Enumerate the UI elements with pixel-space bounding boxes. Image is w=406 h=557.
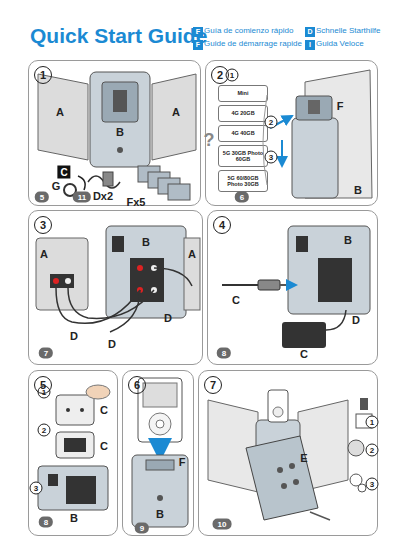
- language-code: I: [305, 40, 315, 50]
- part-letter: B: [116, 126, 124, 138]
- model-box: 5G 60/80GB Photo 30GB: [218, 170, 268, 192]
- part-letter: D: [108, 338, 116, 350]
- model-text: 4G 40GB: [231, 130, 254, 137]
- part-letter: D: [70, 330, 78, 342]
- language-title: Schnelle Starthilfe: [316, 26, 380, 36]
- guide-title: Quick Start Guide: [30, 24, 207, 48]
- part-letter: A: [56, 106, 64, 118]
- part-letter: Fx5: [127, 196, 146, 208]
- page-reference: 11: [73, 192, 91, 203]
- model-box: 5G 30GB Photo 60GB: [218, 145, 268, 167]
- page-reference: 9: [135, 523, 149, 534]
- language-title: Guía de comienzo rápido: [204, 26, 293, 36]
- part-letter: B: [156, 508, 164, 520]
- model-text: 4G 20GB: [231, 110, 254, 117]
- model-text: 5G 60/80GB Photo 30GB: [220, 175, 266, 188]
- step-number: 7: [204, 376, 222, 394]
- part-letter: D: [164, 312, 172, 324]
- part-letter: E: [300, 452, 307, 464]
- part-letter: C: [232, 294, 240, 306]
- model-text: Mini: [238, 90, 249, 97]
- language-title: Guida Veloce: [316, 39, 364, 49]
- question-mark: ?: [204, 130, 215, 151]
- part-letter: C: [100, 440, 108, 452]
- callout-number: 1: [366, 416, 379, 429]
- part-letter: C: [100, 404, 108, 416]
- part-letter: F: [179, 456, 186, 468]
- step-panel: [198, 370, 378, 536]
- part-letter: F: [337, 100, 344, 112]
- page-reference: 5: [35, 192, 49, 203]
- callout-number: 1: [226, 69, 239, 82]
- part-letter: B: [142, 236, 150, 248]
- page-reference: 10: [213, 519, 232, 530]
- callout-number: 3: [265, 151, 278, 164]
- step-number: 3: [34, 216, 52, 234]
- model-box: 4G 40GB: [218, 125, 268, 142]
- part-letter: B: [344, 234, 352, 246]
- step-number: 2: [211, 66, 229, 84]
- part-letter: C: [300, 348, 308, 360]
- step-number: 1: [34, 66, 52, 84]
- step-panel: Mini 4G 20GB 4G 40GB 5G 30GB Photo 60GB 5G 6…: [205, 60, 378, 206]
- callout-number: 2: [366, 444, 379, 457]
- part-letter: G: [52, 180, 61, 192]
- model-box: Mini: [218, 85, 268, 102]
- part-letter: A: [172, 106, 180, 118]
- part-letter: B: [70, 512, 78, 524]
- step-panel: [207, 210, 378, 365]
- part-letter: D: [352, 314, 360, 326]
- part-letter: A: [188, 248, 196, 260]
- callout-number: 3: [366, 478, 379, 491]
- step-number: 5: [34, 376, 52, 394]
- model-box: 4G 20GB: [218, 105, 268, 122]
- part-letter: A: [40, 248, 48, 260]
- step-number: 6: [128, 376, 146, 394]
- language-code: D: [305, 27, 315, 37]
- page-reference: 8: [217, 348, 231, 359]
- step-number: 4: [213, 216, 231, 234]
- language-title: Guide de démarrage rapide: [204, 39, 302, 49]
- part-letter: C: [57, 166, 70, 179]
- callout-number: 3: [30, 482, 43, 495]
- page-reference: 7: [39, 348, 53, 359]
- part-letter: B: [354, 184, 362, 196]
- model-text: 5G 30GB Photo 60GB: [220, 150, 266, 163]
- page-reference: 8: [39, 517, 53, 528]
- part-letter: Dx2: [93, 190, 113, 202]
- callout-number: 2: [265, 116, 278, 129]
- page-reference: 6: [235, 192, 249, 203]
- callout-number: 2: [38, 424, 51, 437]
